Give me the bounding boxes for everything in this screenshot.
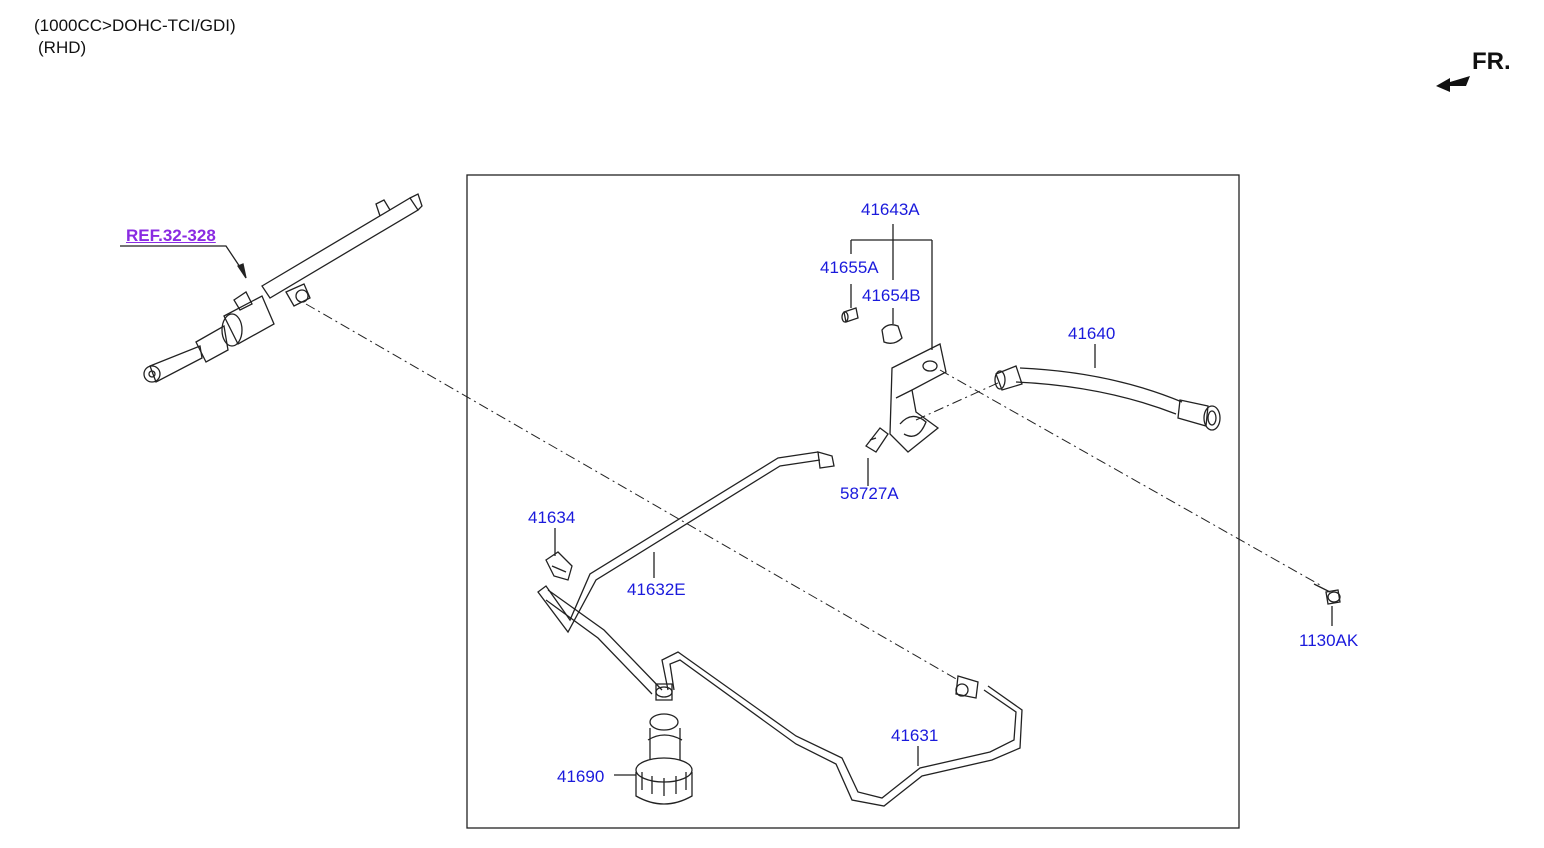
part-label-41655A[interactable]: 41655A (820, 258, 879, 277)
part-label-41643A[interactable]: 41643A (861, 200, 920, 219)
clutch-master-cylinder-drawing (143, 193, 423, 383)
part-label-41640[interactable]: 41640 (1068, 324, 1116, 343)
bracket-leader-tree (850, 224, 933, 350)
hose-drawing (994, 365, 1221, 431)
part-label-41654B[interactable]: 41654B (862, 286, 921, 305)
ref-leader-arrowhead (237, 263, 247, 279)
bracket-drawing (889, 343, 947, 453)
part-label-41632E[interactable]: 41632E (627, 580, 686, 599)
alignment-lines (305, 303, 1321, 681)
part-label-1130AK[interactable]: 1130AK (1299, 631, 1359, 650)
diagram-frame (466, 174, 1240, 829)
part-label-41631[interactable]: 41631 (891, 726, 939, 745)
front-direction-arrow-icon (1436, 76, 1470, 92)
reservoir-drawing (635, 683, 693, 805)
front-direction-label: FR. (1472, 48, 1511, 75)
header-engine-spec: (1000CC>DOHC-TCI/GDI) (34, 16, 236, 35)
pipe-41631-drawing (661, 651, 1023, 807)
clip-drawing (865, 427, 889, 453)
part-label-58727A[interactable]: 58727A (840, 484, 899, 503)
part-label-41634[interactable]: 41634 (528, 508, 576, 527)
bushing-drawing (881, 324, 903, 344)
pipe-41632E-drawing (537, 451, 835, 695)
clip2-drawing (545, 551, 573, 581)
pin-drawing (841, 307, 859, 323)
part-label-41690[interactable]: 41690 (557, 767, 605, 786)
bolt-drawing (1313, 583, 1341, 605)
ref-32-328-link[interactable]: REF.32-328 (126, 226, 216, 245)
header-drive-side: (RHD) (38, 38, 87, 57)
ref-leader-line (120, 245, 243, 271)
